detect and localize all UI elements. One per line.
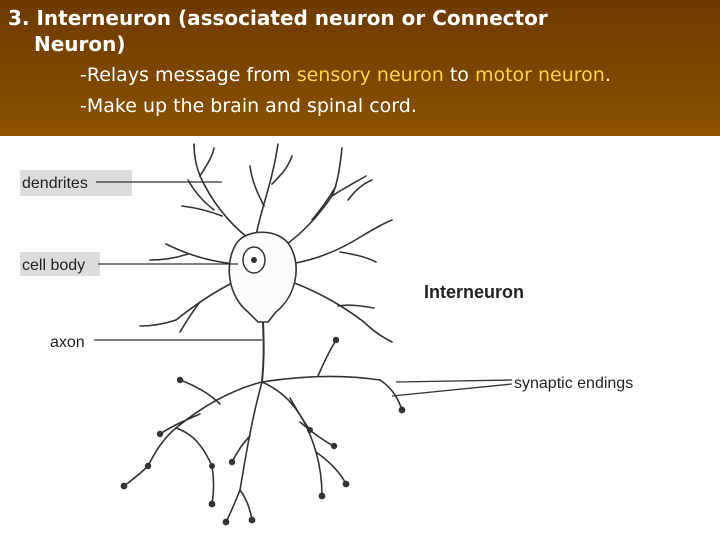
bullet-1-prefix: -Relays message from: [80, 64, 297, 86]
interneuron-label: Interneuron: [424, 282, 524, 302]
bullet-relays-message: -Relays message from sensory neuron to m…: [80, 64, 611, 86]
interneuron-figure: dendrites cell body axon Interneuron syn…: [0, 136, 720, 540]
axon-shape: [261, 321, 265, 383]
axon-label: axon: [50, 334, 85, 351]
dendrites-label: dendrites: [22, 175, 88, 192]
cell-body-shape: [228, 231, 297, 323]
nucleolus-shape: [251, 257, 257, 263]
bullet-1-suffix: .: [604, 64, 611, 86]
slide-title-line-1: 3. Interneuron (associated neuron or Con…: [8, 6, 548, 30]
bullet-1-middle: to: [443, 64, 475, 86]
slide-title-line-2: Neuron): [34, 32, 126, 56]
dendrite-branches: [139, 143, 393, 343]
synaptic-terminal-knobs: [120, 336, 406, 526]
sensory-neuron-term: sensory neuron: [296, 64, 444, 86]
synaptic-endings-label: synaptic endings: [514, 375, 633, 392]
cell-body-label-bg: [20, 252, 100, 276]
cell-body-label: cell body: [22, 257, 85, 274]
label-leader-lines: [94, 181, 513, 397]
bullet-brain-spinal-cord: -Make up the brain and spinal cord.: [80, 95, 417, 117]
motor-neuron-term: motor neuron: [474, 64, 605, 86]
interneuron-diagram: dendrites cell body axon Interneuron syn…: [20, 143, 633, 526]
dendrites-label-bg: [20, 170, 132, 196]
slide-header: 3. Interneuron (associated neuron or Con…: [0, 0, 720, 136]
